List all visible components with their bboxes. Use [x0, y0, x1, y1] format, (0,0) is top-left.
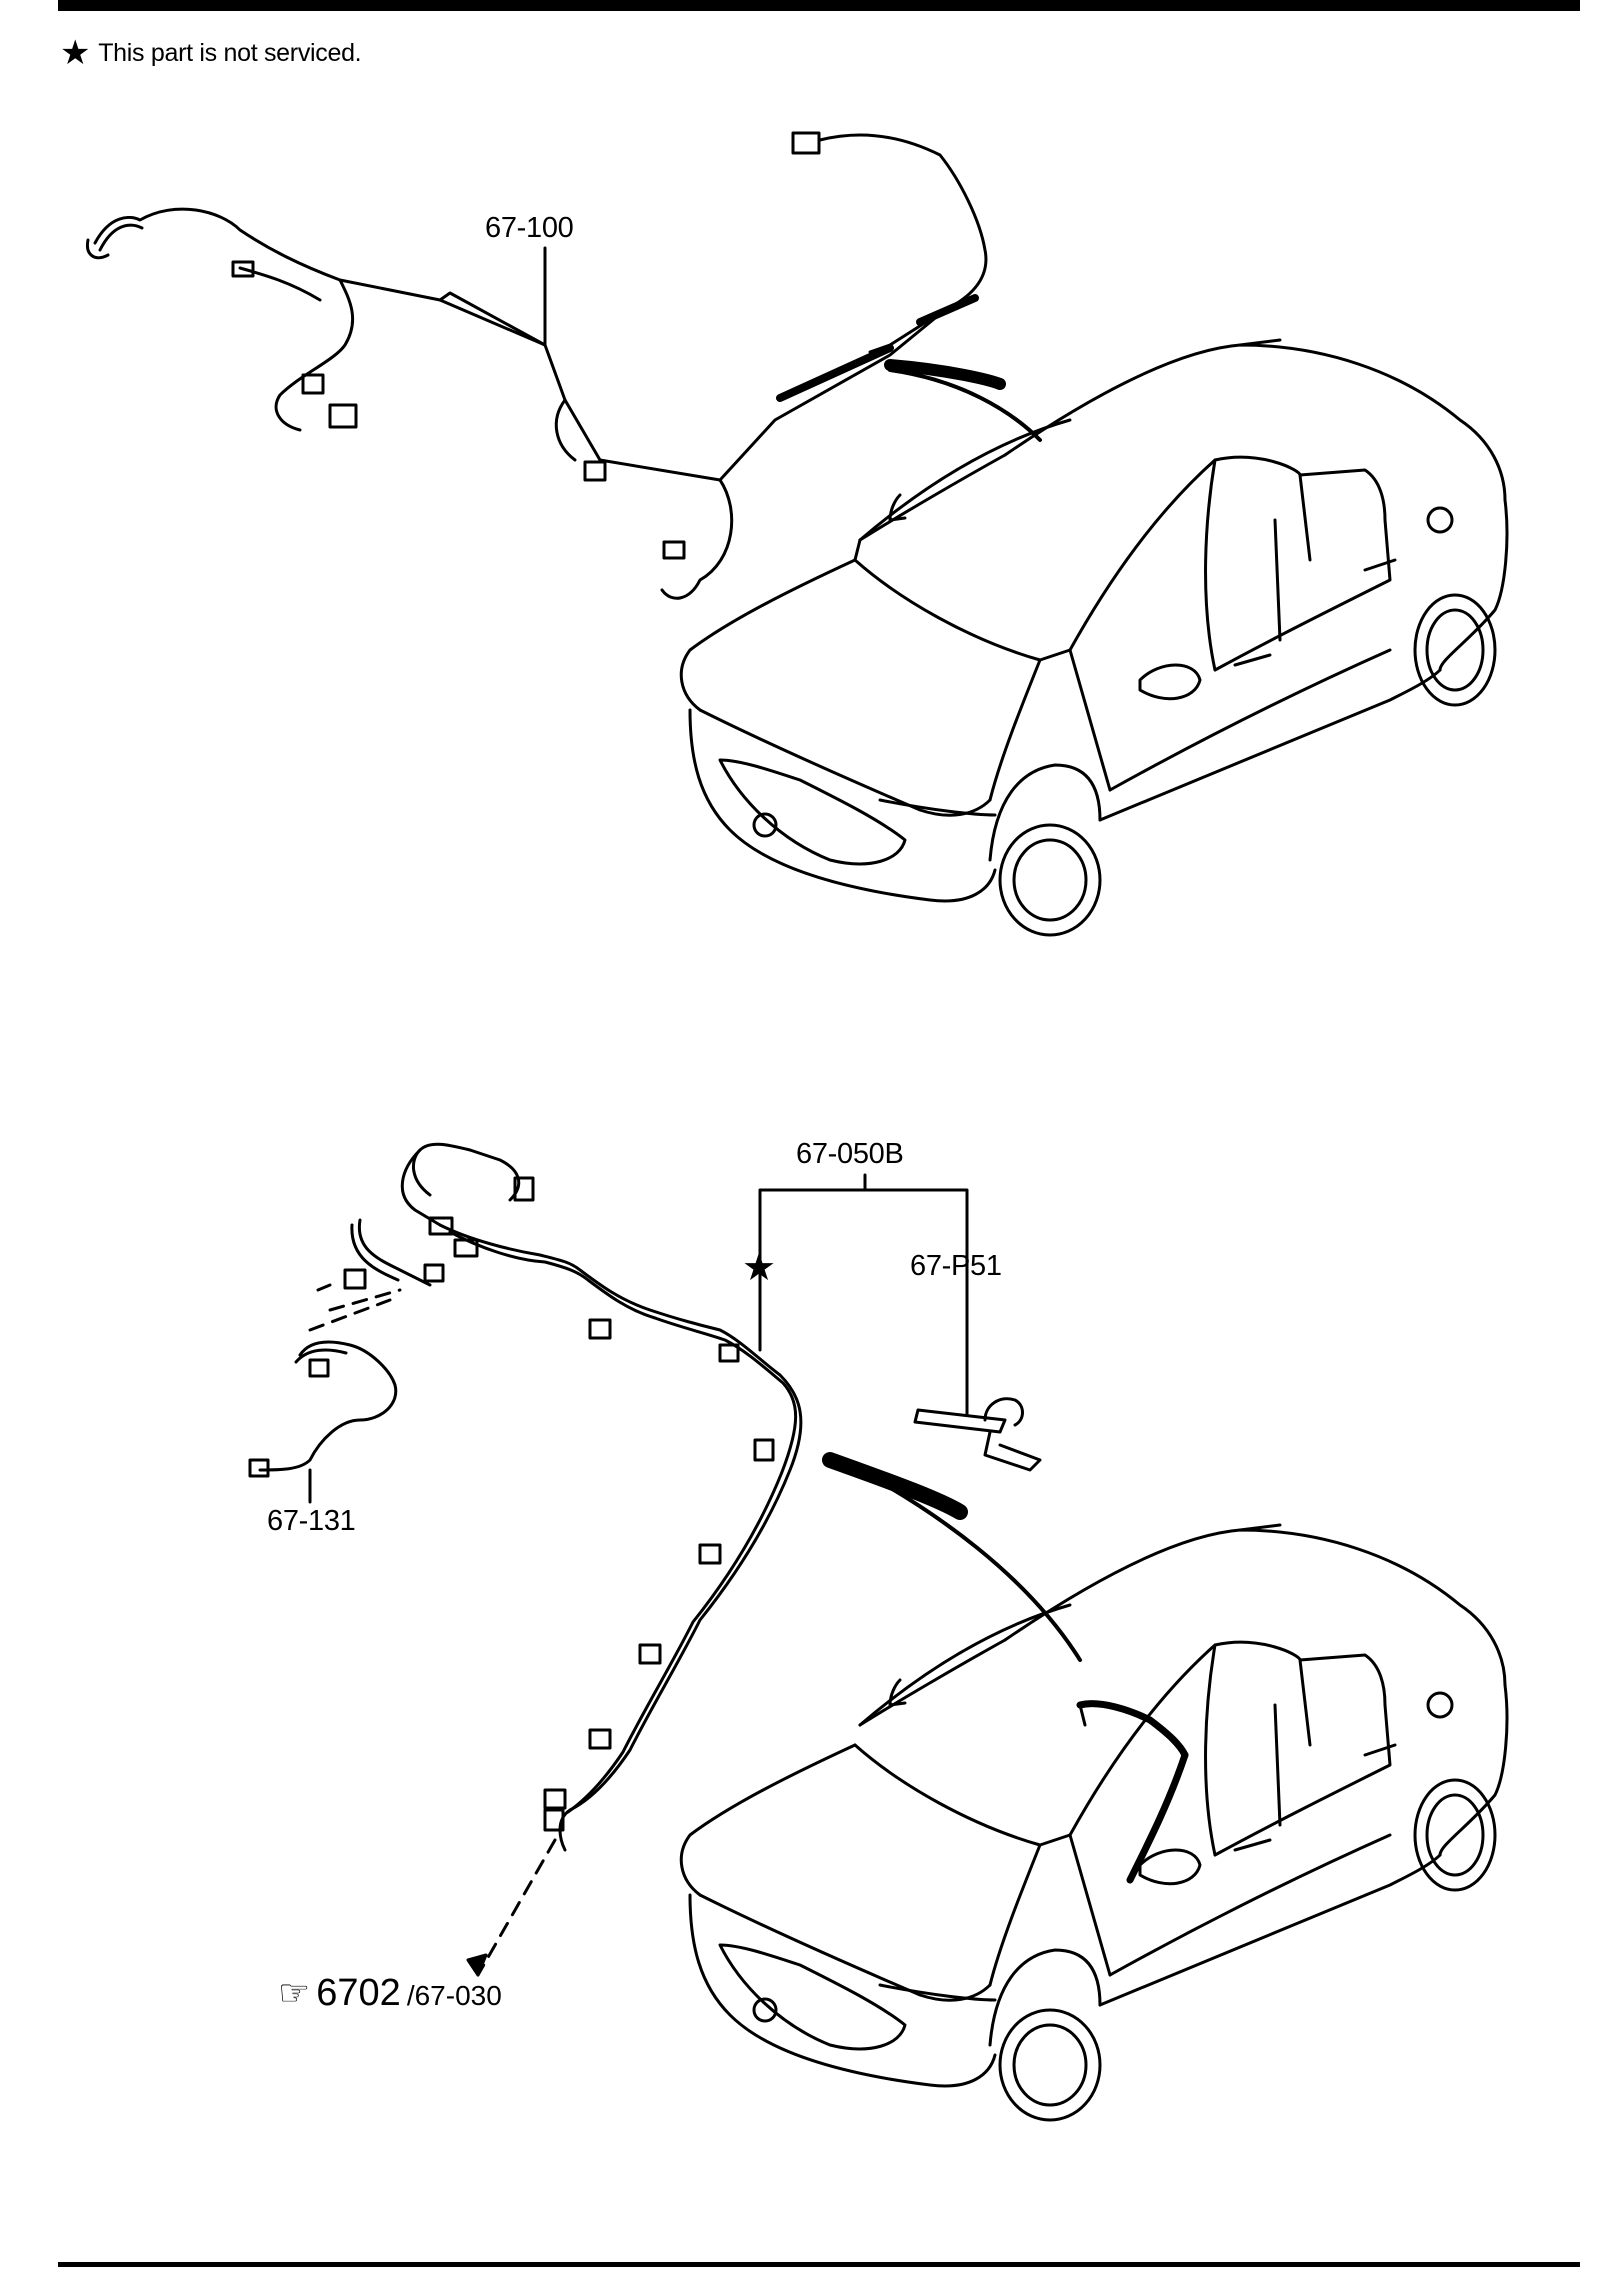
callout-67-100[interactable]: 67-100 — [485, 212, 574, 244]
dashed-link-lines — [308, 1288, 557, 1977]
harness-67-050b[interactable] — [248, 1142, 803, 1852]
cross-reference[interactable]: ☞ 6702 /67-030 — [278, 1972, 502, 2015]
star-icon: ★ — [742, 1247, 776, 1289]
leader-67-050b — [758, 1188, 969, 1417]
callout-67-050b[interactable]: 67-050B — [796, 1138, 904, 1170]
vehicle-illustration-bottom — [679, 1523, 1509, 2122]
pointing-hand-icon: ☞ — [278, 1972, 311, 2013]
not-serviced-note-text: This part is not serviced. — [98, 38, 362, 67]
top-border-rule — [58, 0, 1580, 11]
harness-67-100[interactable] — [85, 131, 988, 600]
callout-67-p51[interactable]: 67-P51 — [910, 1250, 1002, 1282]
part-67-p51-bracket[interactable] — [913, 1397, 1042, 1472]
sweep-arrow-top — [888, 368, 1042, 442]
sweep-arrow-bottom — [828, 1453, 1082, 1662]
reference-section: 6702 — [316, 1972, 401, 2014]
bottom-border-rule — [58, 2262, 1580, 2267]
star-icon: ★ — [60, 34, 91, 72]
reference-part: /67-030 — [406, 1980, 502, 2011]
reference-arrow-head — [466, 1953, 488, 1977]
callout-67-131[interactable]: 67-131 — [267, 1505, 356, 1537]
vehicle-illustration-top — [679, 338, 1509, 937]
not-serviced-note: ★ This part is not serviced. — [60, 34, 362, 72]
